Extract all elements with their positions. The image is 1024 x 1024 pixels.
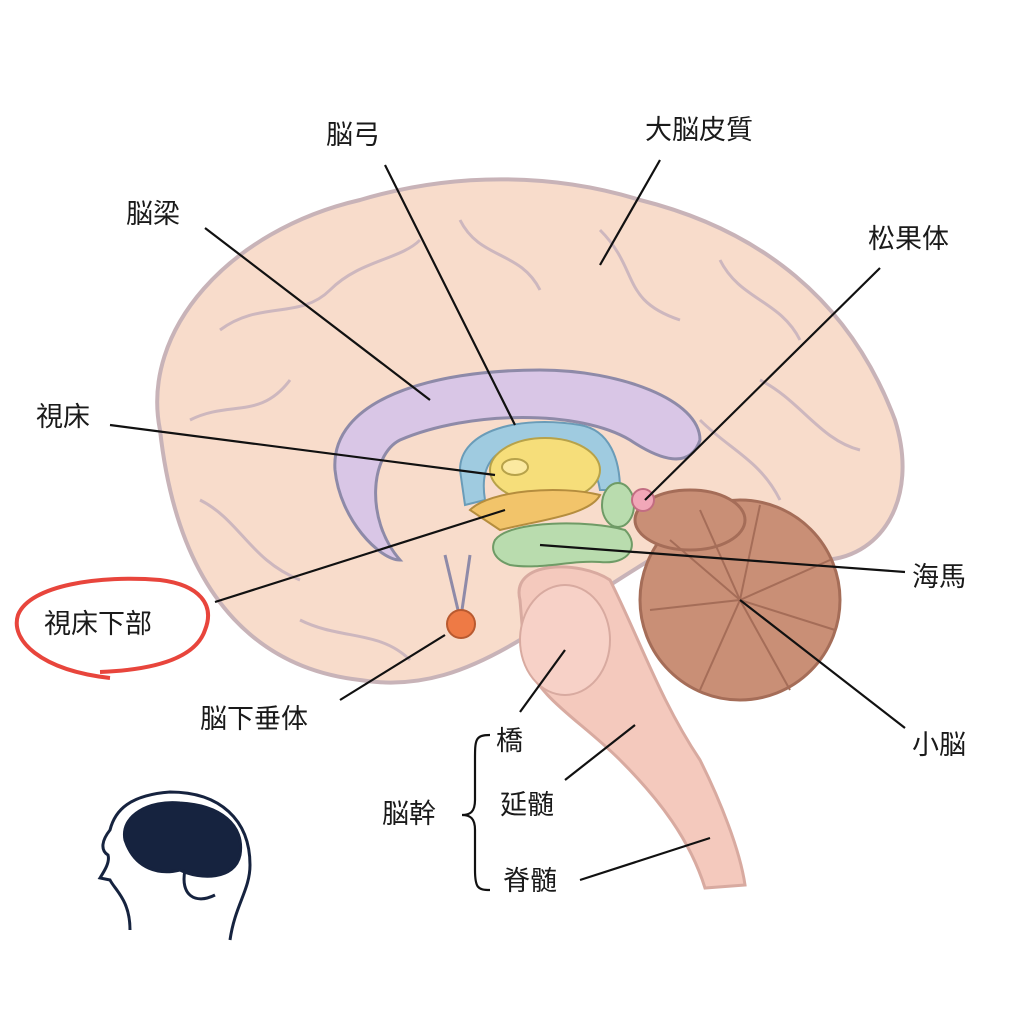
label-hypothalamus: 視床下部 <box>44 609 152 640</box>
label-corpus-callosum: 脳梁 <box>126 199 180 230</box>
label-spinal-cord: 脊髄 <box>503 866 557 897</box>
hippocampus <box>492 522 633 568</box>
head-brain-icon <box>97 790 252 941</box>
pituitary-stalk <box>443 554 472 611</box>
label-brainstem: 脳幹 <box>382 799 436 830</box>
hypothalamus <box>468 489 602 532</box>
label-thalamus: 視床 <box>36 402 90 433</box>
label-pineal-body: 松果体 <box>868 224 949 255</box>
label-medulla: 延髄 <box>500 790 554 821</box>
label-cerebellum: 小脳 <box>912 730 966 761</box>
massa-intermedia <box>501 458 529 476</box>
label-hippocampus: 海馬 <box>912 562 966 593</box>
pituitary-gland <box>446 609 476 639</box>
leader-lines <box>109 159 906 892</box>
label-pituitary: 脳下垂体 <box>200 704 308 735</box>
corpus-callosum <box>333 368 702 562</box>
label-pons: 橋 <box>496 726 523 757</box>
hippocampus-tail <box>601 482 635 528</box>
pons <box>519 584 611 696</box>
pineal-body <box>631 488 655 512</box>
highlight-circle <box>14 576 210 680</box>
label-cerebral-cortex: 大脳皮質 <box>645 115 753 146</box>
label-fornix: 脳弓 <box>326 120 380 151</box>
brainstem-brace <box>461 733 491 892</box>
